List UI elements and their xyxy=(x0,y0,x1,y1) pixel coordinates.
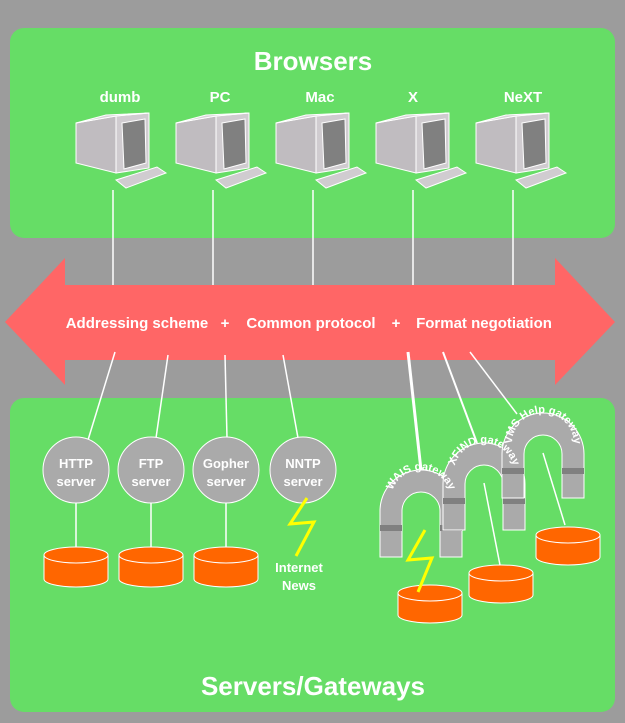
computer-icon xyxy=(475,112,568,189)
servers-title: Servers/Gateways xyxy=(201,671,425,701)
computer-icon xyxy=(175,112,268,189)
browser-label-mac: Mac xyxy=(305,89,334,106)
computer-icon xyxy=(275,112,368,189)
server-connectors xyxy=(75,351,566,566)
bus-addressing-scheme: Addressing scheme xyxy=(66,315,209,332)
computer-icon xyxy=(75,112,168,189)
database-icon xyxy=(397,584,463,624)
lightning-icon xyxy=(287,497,317,557)
browser-label-pc: PC xyxy=(210,89,231,106)
bus-plus-2: + xyxy=(392,315,401,332)
browsers-title: Browsers xyxy=(254,46,373,76)
ftp-server-line1: FTP xyxy=(139,456,164,471)
gopher-server-line1: Gopher xyxy=(203,456,249,471)
ftp-server-line2: server xyxy=(131,474,170,489)
database-icon xyxy=(193,546,259,588)
computer-icon xyxy=(375,112,468,189)
gateway-arch-icon xyxy=(501,412,585,499)
database-icon xyxy=(43,546,109,588)
bus-format-negotiation: Format negotiation xyxy=(416,315,552,332)
bus-plus-1: + xyxy=(221,315,230,332)
database-icon xyxy=(468,564,534,604)
nntp-server-line1: NNTP xyxy=(285,456,321,471)
browser-label-x: X xyxy=(408,89,418,106)
browser-connectors xyxy=(112,190,514,290)
bus-common-protocol: Common protocol xyxy=(246,315,375,332)
http-server-line2: server xyxy=(56,474,95,489)
server-node xyxy=(192,436,260,504)
gopher-server-line2: server xyxy=(206,474,245,489)
http-server-line1: HTTP xyxy=(59,456,93,471)
browser-label-dumb: dumb xyxy=(100,89,141,106)
internet-news-line2: News xyxy=(282,578,316,593)
protocol-bus-arrow xyxy=(5,258,615,385)
lightning-icon xyxy=(405,529,435,593)
database-icon xyxy=(535,526,601,566)
server-node xyxy=(42,436,110,504)
internet-news-line1: Internet xyxy=(275,560,323,575)
server-node xyxy=(117,436,185,504)
database-icon xyxy=(118,546,184,588)
browser-label-next: NeXT xyxy=(504,89,542,106)
nntp-server-line2: server xyxy=(283,474,322,489)
